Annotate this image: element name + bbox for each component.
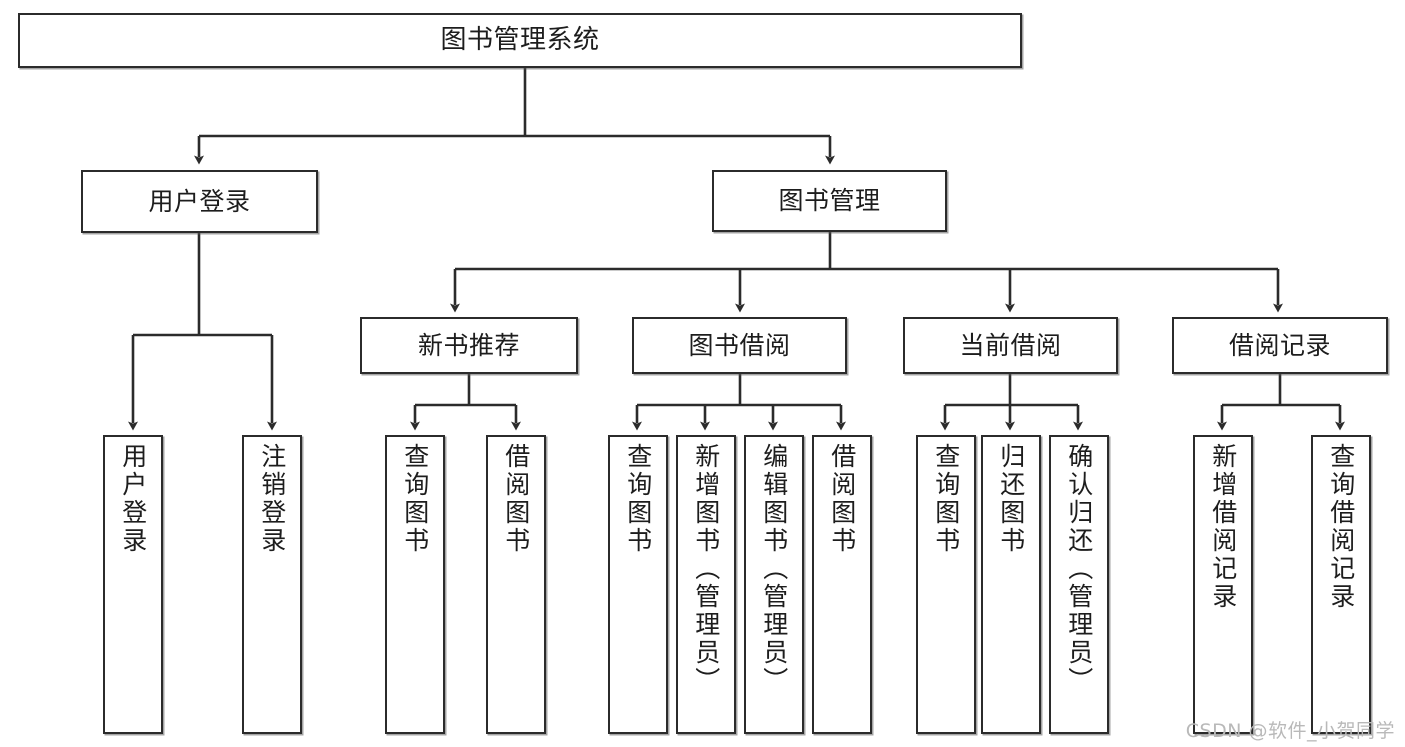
leaf-user-login-login[interactable]: 用户登录 [103, 435, 163, 734]
node-label: 图书借阅 [688, 330, 791, 360]
node-label: 新书推荐 [417, 330, 520, 360]
node-label: 编辑图书（管理员） [759, 443, 789, 695]
node-label: 新增图书（管理员） [691, 443, 721, 695]
node-new-book-recommendation[interactable]: 新书推荐 [360, 317, 578, 374]
leaf-book-borrow-edit-book-admin[interactable]: 编辑图书（管理员） [744, 435, 804, 734]
node-user-login[interactable]: 用户登录 [81, 170, 318, 233]
node-label: 确认归还（管理员） [1064, 443, 1094, 695]
node-label: 借阅图书 [501, 443, 531, 555]
node-label: 用户登录 [148, 186, 251, 216]
leaf-current-borrow-confirm-return-admin[interactable]: 确认归还（管理员） [1049, 435, 1109, 734]
node-borrowing-record[interactable]: 借阅记录 [1172, 317, 1388, 374]
leaf-book-borrow-add-book-admin[interactable]: 新增图书（管理员） [676, 435, 736, 734]
node-root-book-management-system[interactable]: 图书管理系统 [18, 13, 1022, 68]
leaf-book-borrow-borrow-book[interactable]: 借阅图书 [812, 435, 872, 734]
node-label: 借阅记录 [1228, 330, 1331, 360]
node-label: 新增借阅记录 [1208, 443, 1238, 611]
node-current-borrowing[interactable]: 当前借阅 [903, 317, 1118, 374]
node-label: 查询图书 [931, 443, 961, 555]
node-label: 查询图书 [623, 443, 653, 555]
watermark-text: CSDN @软件_小贺同学 [1185, 720, 1395, 742]
node-label: 当前借阅 [959, 330, 1062, 360]
node-book-management[interactable]: 图书管理 [712, 170, 947, 232]
leaf-current-borrow-return-book[interactable]: 归还图书 [981, 435, 1041, 734]
leaf-book-borrow-query-book[interactable]: 查询图书 [608, 435, 668, 734]
leaf-user-login-logout[interactable]: 注销登录 [242, 435, 302, 734]
node-label: 查询图书 [400, 443, 430, 555]
node-book-borrowing[interactable]: 图书借阅 [632, 317, 847, 374]
node-label: 查询借阅记录 [1326, 443, 1356, 611]
node-label: 图书管理 [778, 186, 881, 216]
leaf-new-book-query-book[interactable]: 查询图书 [385, 435, 445, 734]
leaf-new-book-borrow-book[interactable]: 借阅图书 [486, 435, 546, 734]
node-label: 注销登录 [257, 443, 287, 555]
leaf-current-borrow-query-book[interactable]: 查询图书 [916, 435, 976, 734]
node-label: 用户登录 [118, 443, 148, 555]
leaf-borrow-record-query-record[interactable]: 查询借阅记录 [1311, 435, 1371, 734]
node-label: 借阅图书 [827, 443, 857, 555]
node-label: 图书管理系统 [440, 25, 600, 56]
node-label: 归还图书 [996, 443, 1026, 555]
leaf-borrow-record-add-record[interactable]: 新增借阅记录 [1193, 435, 1253, 734]
